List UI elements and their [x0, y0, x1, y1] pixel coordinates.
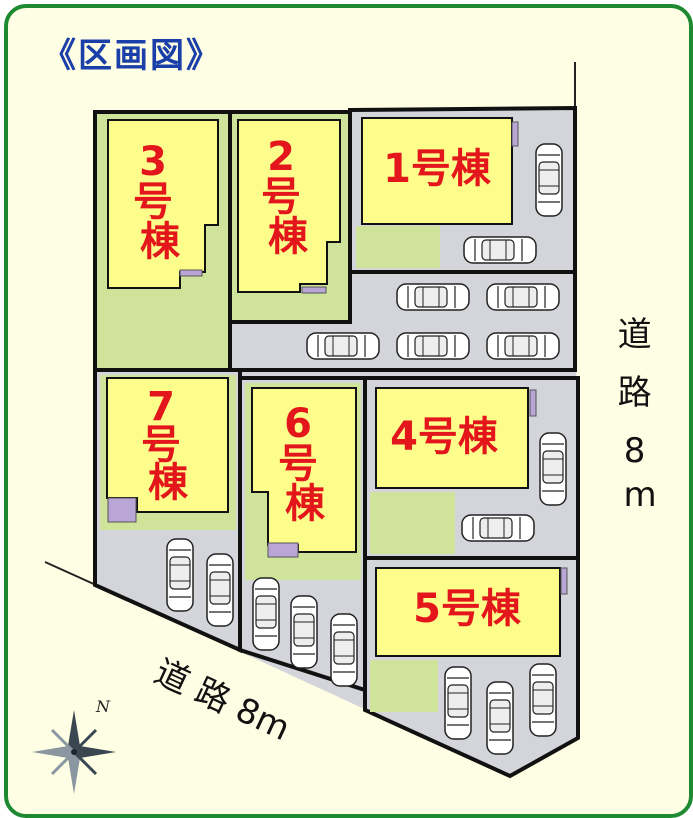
lot-2[interactable]	[228, 110, 352, 324]
lot-3[interactable]	[93, 110, 232, 372]
south-road-edge	[44, 561, 97, 586]
compass-rose-icon	[32, 710, 116, 794]
lot-5[interactable]	[363, 556, 580, 779]
map-title: 《区画図》	[42, 36, 222, 76]
lot-2-label: 2 号 棟	[261, 134, 315, 260]
lot-5-label: 5号棟	[413, 586, 522, 632]
lot-1-label: 1号棟	[383, 146, 492, 192]
lot-4-label: 4号棟	[390, 414, 499, 460]
compass-north-label: N	[95, 697, 111, 716]
lot-7[interactable]	[93, 368, 242, 654]
lot-6-label: 6 号 棟	[278, 401, 332, 527]
lot-3-label: 3 号 棟	[133, 139, 187, 265]
lot-6[interactable]	[238, 376, 367, 693]
east-road-label: 道 路 8 m	[618, 315, 663, 515]
lot-4[interactable]	[363, 376, 580, 560]
lot-7-label: 7 号 棟	[141, 384, 195, 506]
